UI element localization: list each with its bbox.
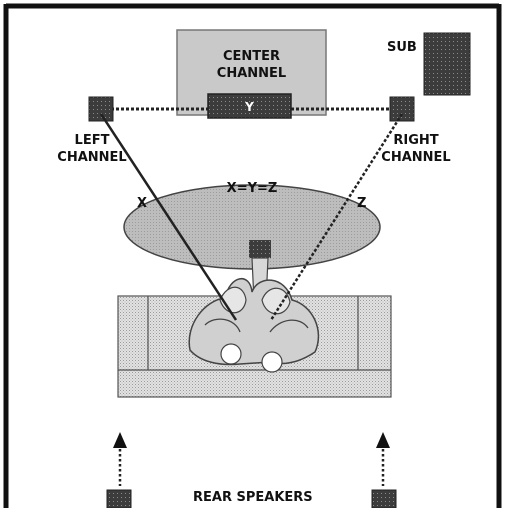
center-channel-label: CENTER CHANNEL — [177, 48, 326, 82]
outer-frame — [3, 3, 502, 508]
center-speaker — [207, 93, 292, 119]
y-distance-label: Y — [245, 100, 254, 114]
right-channel-label: RIGHT CHANNEL — [374, 132, 458, 166]
right-label-line2: CHANNEL — [381, 150, 451, 165]
center-label-line2: CHANNEL — [216, 66, 287, 81]
rear-right-speaker — [371, 489, 397, 508]
rear-speakers-label: REAR SPEAKERS — [193, 490, 313, 505]
rear-right-arrow — [376, 432, 390, 486]
left-to-listener-line — [99, 113, 238, 321]
left-label-line2: CHANNEL — [57, 150, 127, 165]
right-label-line1: RIGHT — [393, 133, 439, 148]
rear-left-speaker — [106, 489, 132, 508]
center-label-line1: CENTER — [222, 49, 281, 64]
right-front-speaker — [389, 96, 415, 122]
left-front-speaker — [88, 96, 114, 122]
left-label-line1: LEFT — [74, 133, 110, 148]
z-distance-label: Z — [357, 196, 367, 211]
rear-left-arrow — [113, 432, 127, 486]
equation-label: X=Y=Z — [226, 181, 278, 196]
listener-figure — [188, 240, 320, 373]
right-to-listener-line — [269, 113, 404, 321]
sub-label: SUB — [387, 40, 417, 55]
x-distance-label: X — [137, 196, 148, 211]
left-channel-label: LEFT CHANNEL — [52, 132, 132, 166]
subwoofer-speaker — [423, 32, 471, 96]
